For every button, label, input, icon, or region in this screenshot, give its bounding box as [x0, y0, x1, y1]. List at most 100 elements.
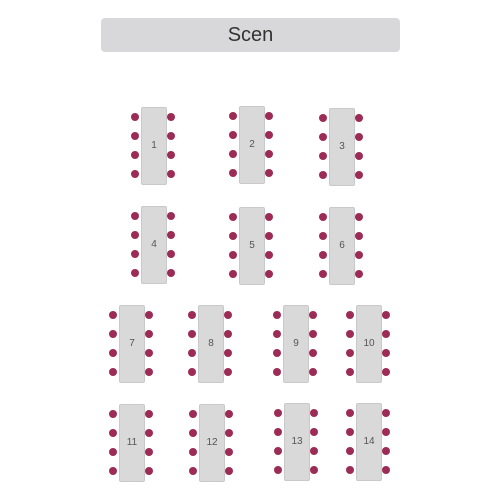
seat-table-11-left-4[interactable] — [109, 467, 117, 475]
table-7[interactable]: 7 — [119, 305, 145, 383]
seat-table-1-left-3[interactable] — [131, 151, 139, 159]
table-6[interactable]: 6 — [329, 207, 355, 285]
seat-table-5-left-2[interactable] — [229, 232, 237, 240]
seat-table-1-right-3[interactable] — [167, 151, 175, 159]
seat-table-8-left-1[interactable] — [188, 311, 196, 319]
seat-table-2-left-3[interactable] — [229, 150, 237, 158]
seat-table-6-left-1[interactable] — [319, 213, 327, 221]
seat-table-12-left-2[interactable] — [189, 429, 197, 437]
seat-table-2-right-4[interactable] — [265, 169, 273, 177]
seat-table-1-right-1[interactable] — [167, 113, 175, 121]
seat-table-13-right-4[interactable] — [310, 466, 318, 474]
seat-table-6-right-3[interactable] — [355, 251, 363, 259]
seat-table-7-left-4[interactable] — [109, 368, 117, 376]
table-1[interactable]: 1 — [141, 107, 167, 185]
seat-table-14-left-3[interactable] — [346, 447, 354, 455]
seat-table-3-right-3[interactable] — [355, 152, 363, 160]
seat-table-9-left-1[interactable] — [273, 311, 281, 319]
seat-table-3-right-4[interactable] — [355, 171, 363, 179]
seat-table-5-left-1[interactable] — [229, 213, 237, 221]
seat-table-14-left-2[interactable] — [346, 428, 354, 436]
seat-table-4-right-3[interactable] — [167, 250, 175, 258]
seat-table-13-right-1[interactable] — [310, 409, 318, 417]
table-13[interactable]: 13 — [284, 403, 310, 481]
seat-table-8-right-2[interactable] — [224, 330, 232, 338]
seat-table-3-right-1[interactable] — [355, 114, 363, 122]
seat-table-5-right-3[interactable] — [265, 251, 273, 259]
seat-table-9-left-2[interactable] — [273, 330, 281, 338]
seat-table-1-left-4[interactable] — [131, 170, 139, 178]
seat-table-10-left-2[interactable] — [346, 330, 354, 338]
seat-table-11-left-3[interactable] — [109, 448, 117, 456]
seat-table-2-right-3[interactable] — [265, 150, 273, 158]
seat-table-5-left-4[interactable] — [229, 270, 237, 278]
seat-table-8-right-3[interactable] — [224, 349, 232, 357]
seat-table-5-right-4[interactable] — [265, 270, 273, 278]
seat-table-14-left-1[interactable] — [346, 409, 354, 417]
seat-table-2-left-2[interactable] — [229, 131, 237, 139]
seat-table-4-right-1[interactable] — [167, 212, 175, 220]
seat-table-9-right-3[interactable] — [309, 349, 317, 357]
seat-table-12-right-3[interactable] — [225, 448, 233, 456]
seat-table-11-right-2[interactable] — [145, 429, 153, 437]
seat-table-4-left-4[interactable] — [131, 269, 139, 277]
seat-table-12-right-4[interactable] — [225, 467, 233, 475]
seat-table-7-right-3[interactable] — [145, 349, 153, 357]
table-3[interactable]: 3 — [329, 108, 355, 186]
seat-table-10-left-3[interactable] — [346, 349, 354, 357]
seat-table-5-right-1[interactable] — [265, 213, 273, 221]
seat-table-9-right-2[interactable] — [309, 330, 317, 338]
seat-table-11-left-1[interactable] — [109, 410, 117, 418]
table-11[interactable]: 11 — [119, 404, 145, 482]
seat-table-6-left-2[interactable] — [319, 232, 327, 240]
seat-table-2-right-2[interactable] — [265, 131, 273, 139]
seat-table-13-left-1[interactable] — [274, 409, 282, 417]
seat-table-8-right-1[interactable] — [224, 311, 232, 319]
seat-table-6-right-4[interactable] — [355, 270, 363, 278]
seat-table-14-right-1[interactable] — [382, 409, 390, 417]
table-10[interactable]: 10 — [356, 305, 382, 383]
table-9[interactable]: 9 — [283, 305, 309, 383]
seat-table-9-right-1[interactable] — [309, 311, 317, 319]
seat-table-3-left-4[interactable] — [319, 171, 327, 179]
seat-table-10-right-3[interactable] — [382, 349, 390, 357]
seat-table-13-right-2[interactable] — [310, 428, 318, 436]
seat-table-4-left-3[interactable] — [131, 250, 139, 258]
table-5[interactable]: 5 — [239, 207, 265, 285]
seat-table-1-left-1[interactable] — [131, 113, 139, 121]
seat-table-3-left-1[interactable] — [319, 114, 327, 122]
seat-table-7-left-1[interactable] — [109, 311, 117, 319]
seat-table-3-left-3[interactable] — [319, 152, 327, 160]
seat-table-10-left-4[interactable] — [346, 368, 354, 376]
seat-table-10-right-4[interactable] — [382, 368, 390, 376]
seat-table-8-left-4[interactable] — [188, 368, 196, 376]
seat-table-14-left-4[interactable] — [346, 466, 354, 474]
seat-table-11-right-4[interactable] — [145, 467, 153, 475]
seat-table-3-left-2[interactable] — [319, 133, 327, 141]
table-14[interactable]: 14 — [356, 403, 382, 481]
seat-table-9-left-4[interactable] — [273, 368, 281, 376]
seat-table-7-left-3[interactable] — [109, 349, 117, 357]
seat-table-13-right-3[interactable] — [310, 447, 318, 455]
seat-table-5-left-3[interactable] — [229, 251, 237, 259]
seat-table-13-left-2[interactable] — [274, 428, 282, 436]
seat-table-3-right-2[interactable] — [355, 133, 363, 141]
seat-table-13-left-4[interactable] — [274, 466, 282, 474]
seat-table-12-left-3[interactable] — [189, 448, 197, 456]
seat-table-9-left-3[interactable] — [273, 349, 281, 357]
seat-table-14-right-3[interactable] — [382, 447, 390, 455]
table-8[interactable]: 8 — [198, 305, 224, 383]
seat-table-1-left-2[interactable] — [131, 132, 139, 140]
seat-table-11-left-2[interactable] — [109, 429, 117, 437]
seat-table-8-left-3[interactable] — [188, 349, 196, 357]
seat-table-2-left-1[interactable] — [229, 112, 237, 120]
table-2[interactable]: 2 — [239, 106, 265, 184]
seat-table-6-right-2[interactable] — [355, 232, 363, 240]
seat-table-4-right-2[interactable] — [167, 231, 175, 239]
seat-table-4-left-2[interactable] — [131, 231, 139, 239]
seat-table-12-right-1[interactable] — [225, 410, 233, 418]
seat-table-7-right-4[interactable] — [145, 368, 153, 376]
seat-table-12-right-2[interactable] — [225, 429, 233, 437]
seat-table-8-left-2[interactable] — [188, 330, 196, 338]
seat-table-9-right-4[interactable] — [309, 368, 317, 376]
